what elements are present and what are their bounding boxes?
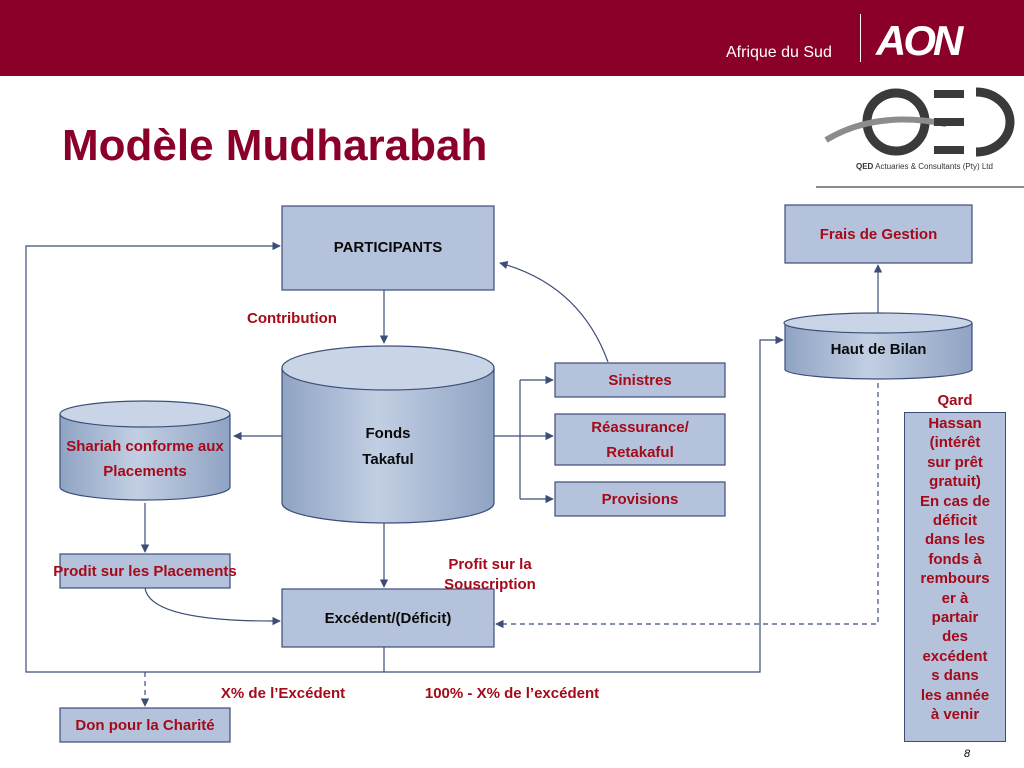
qed-tagline-text: Actuaries & Consultants (Pty) Ltd (875, 162, 993, 171)
reassurance-label-line1: Réassurance/ (591, 419, 689, 436)
sinistres-label: Sinistres (608, 372, 672, 389)
region-label: Afrique du Sud (726, 44, 832, 61)
shariah-label-line2: Placements (103, 463, 187, 480)
qard-line: fonds à (928, 550, 982, 568)
aon-logo: AON (876, 17, 963, 64)
pct-100-label: 100% - X% de l’excédent (424, 685, 600, 702)
qard-line: er à (941, 589, 969, 607)
profit-label-line2: Souscription (444, 576, 536, 593)
qard-line: sur prêt (927, 453, 983, 471)
qed-logo: QED Actuaries & Consultants (Pty) Ltd (816, 80, 1024, 188)
frais-box (784, 204, 973, 264)
qard-line: des (942, 628, 968, 646)
reassurance-box (554, 413, 726, 466)
qard-line: les année (920, 686, 990, 704)
reassurance-label-line2: Retakaful (606, 444, 674, 461)
qard-line: excédent (922, 647, 988, 665)
fonds-cylinder (281, 345, 495, 524)
page-title: Modèle Mudharabah (62, 121, 488, 170)
qard-hassan-box (904, 412, 1006, 742)
fonds-label-line1: Fonds (365, 425, 411, 442)
shariah-cylinder (59, 400, 231, 501)
contribution-label: Contribution (247, 310, 337, 327)
produit-to-excedent-arrow (144, 587, 281, 626)
participants-box (281, 205, 495, 291)
qard-line: s dans (931, 667, 979, 685)
provisions-label: Provisions (601, 491, 679, 508)
qard-line: Hassan (928, 415, 982, 432)
page-number: 8 (964, 748, 971, 760)
qard-line: déficit (932, 512, 978, 530)
haut-bilan-cylinder (783, 312, 973, 380)
don-box (59, 707, 231, 743)
frais-label: Frais de Gestion (819, 226, 938, 243)
excedent-box (281, 588, 495, 648)
qard-line: à venir (930, 706, 980, 724)
qard-line: dans les (924, 531, 986, 549)
qard-title: Qard (937, 392, 973, 409)
qard-line: (intérêt (929, 434, 981, 452)
sinistres-to-participants-arrow (499, 260, 609, 363)
excedent-label: Excédent/(Déficit) (324, 610, 452, 627)
qard-text: Hassan (intérêt sur prêt gratuit) En cas… (904, 414, 1006, 725)
qard-hassan-dashed-arrow (495, 383, 879, 629)
qed-company: QED (856, 162, 874, 171)
sinistres-box (554, 362, 726, 398)
participants-label: PARTICIPANTS (333, 239, 443, 256)
qed-logo-mark (824, 87, 1015, 157)
qard-line: partair (931, 609, 979, 627)
qard-line: gratuit) (929, 473, 981, 491)
header-divider (860, 14, 861, 62)
qed-tagline: QED Actuaries & Consultants (Pty) Ltd (856, 162, 993, 171)
shariah-label-line1: Shariah conforme aux (66, 438, 224, 455)
return-to-participants-arrow (25, 241, 385, 673)
produit-box (59, 553, 231, 589)
header-bar (0, 0, 1024, 76)
x-pct-label: X% de l’Excédent (220, 685, 346, 702)
fonds-label-line2: Takaful (362, 451, 414, 468)
haut-bilan-label: Haut de Bilan (830, 341, 927, 358)
provisions-box (554, 481, 726, 517)
profit-label-line1: Profit sur la (448, 556, 532, 573)
produit-label: Prodit sur les Placements (53, 563, 237, 580)
qard-line: En cas de (919, 492, 991, 510)
don-label: Don pour la Charité (75, 717, 215, 734)
qard-line: rembours (920, 570, 990, 588)
to-haut-bilan-arrow (384, 335, 784, 673)
